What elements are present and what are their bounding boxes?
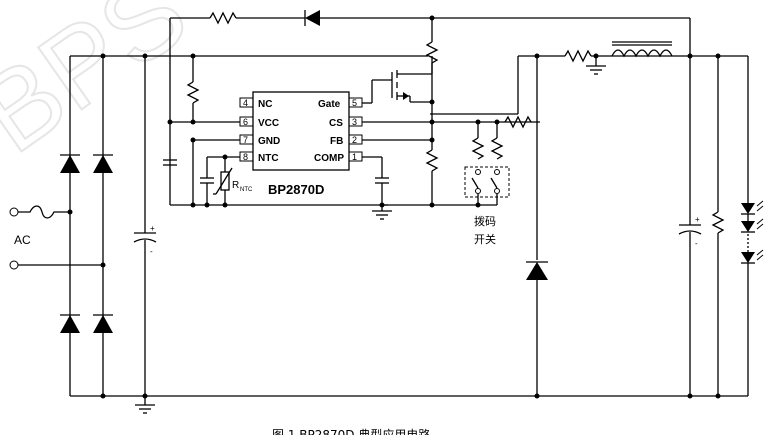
resistor-output: [564, 49, 592, 63]
pin-label-cs: CS: [329, 118, 343, 129]
chip-body: [252, 91, 350, 171]
cap-plus-label: +: [150, 224, 155, 233]
output-stage: [564, 41, 673, 75]
dip-switch[interactable]: 拨码 开关: [429, 122, 510, 246]
ac-label: AC: [14, 233, 31, 247]
power-rails: [70, 55, 748, 397]
pin-label-gnd: GND: [258, 136, 280, 147]
dip-label-line2: 开关: [474, 232, 496, 246]
chip-name: BP2870D: [268, 182, 324, 197]
fuse-icon: [18, 205, 70, 219]
pin-label-vcc: VCC: [258, 118, 279, 129]
bridge-rectifier: [60, 53, 113, 399]
out-cap-minus-label: -: [695, 239, 698, 248]
resistor-vcc: [186, 81, 200, 104]
pin-label-nc: NC: [258, 99, 272, 110]
led-2-icon: [741, 218, 764, 233]
pin-num-6: 6: [243, 117, 248, 127]
ntc-section: R NTC: [200, 154, 253, 205]
led-1-icon: [741, 200, 764, 215]
pin-num-1: 1: [352, 152, 357, 162]
ground-icon-comp: [372, 205, 392, 220]
ac-terminal-1: [9, 207, 19, 217]
right-pins: 5 Gate 3 CS 2 FB 1 COMP: [314, 97, 363, 164]
pin-num-3: 3: [352, 117, 357, 127]
dip-label-line1: 拨码: [474, 214, 496, 228]
resistor-dip-1: [471, 137, 485, 160]
pin-num-8: 8: [243, 152, 248, 162]
ac-input: AC: [9, 205, 103, 270]
diode-d4: [93, 314, 113, 333]
diode-d3: [60, 314, 80, 333]
pin-num-4: 4: [243, 98, 248, 108]
diode-top: [304, 10, 320, 26]
diode-d1: [60, 154, 80, 173]
cap-minus-label: -: [150, 247, 153, 256]
rntc-label: R: [232, 180, 239, 191]
pin-num-2: 2: [352, 135, 357, 145]
resistor-cs: [504, 115, 532, 129]
ground-icon: [135, 396, 155, 414]
resistor-fb-lower: [425, 149, 439, 172]
sense-network: [362, 18, 540, 220]
left-pins: 4 NC 6 VCC 7 GND 8 NTC: [239, 97, 280, 164]
watermark-text: BPS: [0, 0, 208, 176]
ground-icon-output: [586, 56, 606, 75]
dip-switch-box: [464, 166, 510, 198]
pin-label-fb: FB: [330, 136, 343, 147]
output-load: + -: [678, 53, 764, 399]
resistor-upper-right: [425, 41, 439, 64]
diode-d2: [93, 154, 113, 173]
rntc-sub-label: NTC: [240, 187, 253, 193]
bulk-capacitor: + -: [133, 53, 157, 399]
pin-label-comp: COMP: [314, 153, 344, 164]
mosfet: [362, 56, 433, 104]
pin-num-5: 5: [352, 98, 357, 108]
pin-label-gate: Gate: [318, 99, 341, 110]
resistor-bleeder: [711, 211, 725, 234]
vcc-branch: [163, 53, 388, 208]
led-3-icon: [741, 249, 764, 264]
top-feedback-path: [169, 10, 693, 205]
resistor-top: [209, 11, 237, 25]
ic-chip: 4 NC 6 VCC 7 GND 8 NTC 5 Gate 3 CS 2 FB …: [239, 91, 363, 197]
freewheel-diode: [526, 53, 548, 399]
figure-caption: 图 1 BP2870D 典型应用电路: [272, 427, 430, 435]
pin-label-ntc: NTC: [258, 153, 279, 164]
inductor-icon: [611, 49, 673, 58]
ac-terminal-2: [9, 260, 19, 270]
pin-num-7: 7: [243, 135, 248, 145]
out-cap-plus-label: +: [695, 215, 700, 224]
resistor-dip-2: [490, 137, 504, 160]
